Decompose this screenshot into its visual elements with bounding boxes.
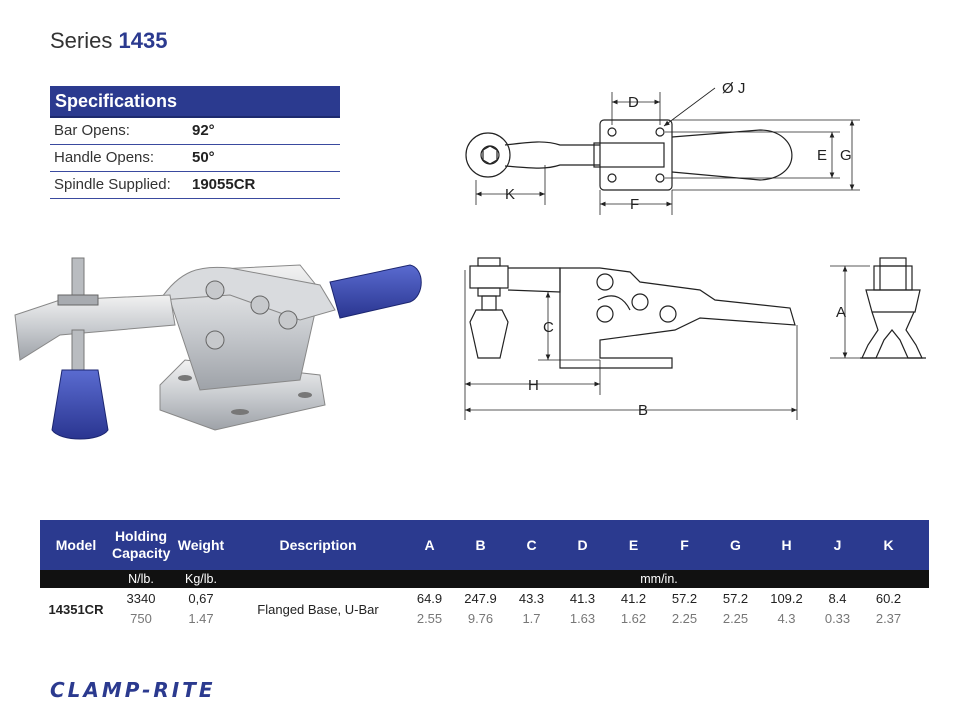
end-view-drawing (830, 257, 926, 359)
cell-g-mm: 57.2 (722, 591, 749, 606)
cell-f-in: 2.25 (671, 611, 698, 626)
dim-label-h: H (528, 377, 539, 394)
cell-e-mm: 41.2 (620, 591, 647, 606)
header-dim-k: K (883, 537, 894, 553)
clamp-product-image (14, 257, 422, 440)
header-dim-c: C (526, 537, 537, 553)
header-dim-g: G (730, 537, 741, 553)
series-number: 1435 (118, 28, 168, 53)
cell-b-in: 9.76 (467, 611, 494, 626)
specifications-heading: Specifications (50, 86, 340, 118)
cell-holding-lb: 750 (130, 611, 152, 626)
series-prefix: Series (50, 28, 113, 53)
unit-dims: mm/in. (640, 572, 678, 586)
header-dim-a: A (424, 537, 435, 553)
dim-label-c: C (543, 319, 554, 336)
cell-description: Flanged Base, U-Bar (257, 601, 379, 617)
spec-row-spindle: Spindle Supplied: 19055CR (50, 172, 340, 199)
cell-k-in: 2.37 (875, 611, 902, 626)
table-units-row: N/lb. Kg/lb. mm/in. (40, 570, 929, 588)
cell-h-in: 4.3 (777, 611, 796, 626)
cell-model: 14351CR (48, 601, 104, 617)
spec-row-handle-opens: Handle Opens: 50° (50, 145, 340, 172)
technical-drawings: D Ø J K F E G C H B (14, 80, 926, 440)
header-dim-d: D (577, 537, 588, 553)
table-header-row: Model Holding Capacity Weight Descriptio… (40, 520, 929, 570)
spec-value: 92° (192, 122, 215, 139)
header-dim-f: F (680, 537, 689, 553)
cell-b-mm: 247.9 (464, 591, 497, 606)
header-holding-line2: Capacity (112, 545, 171, 561)
cell-weight-kg: 0,67 (188, 591, 214, 606)
side-view-drawing (464, 257, 798, 420)
cell-f-mm: 57.2 (671, 591, 698, 606)
cell-a-in: 2.55 (416, 611, 443, 626)
cell-a-mm: 64.9 (416, 591, 443, 606)
cell-e-in: 1.62 (620, 611, 647, 626)
spec-label: Spindle Supplied: (54, 176, 171, 193)
top-view-drawing (465, 87, 860, 215)
header-holding-capacity: Holding Capacity (112, 528, 170, 562)
dimensions-table: Model Holding Capacity Weight Descriptio… (40, 520, 929, 630)
series-title: Series 1435 (50, 28, 167, 54)
cell-h-mm: 109.2 (770, 591, 803, 606)
unit-holding: N/lb. (128, 572, 154, 586)
unit-weight: Kg/lb. (185, 572, 217, 586)
header-dim-j: J (833, 537, 842, 553)
cell-g-in: 2.25 (722, 611, 749, 626)
cell-j-mm: 8.4 (828, 591, 847, 606)
spec-value: 19055CR (192, 176, 256, 193)
cell-c-mm: 43.3 (518, 591, 545, 606)
cell-d-in: 1.63 (569, 611, 596, 626)
cell-weight-lb: 1.47 (188, 611, 214, 626)
header-description: Description (279, 537, 357, 553)
cell-j-in: 0.33 (824, 611, 851, 626)
header-dim-b: B (475, 537, 486, 553)
clamp-rite-logo: CLAMP-RITE (50, 678, 216, 702)
dim-label-d: D (628, 94, 639, 111)
cell-k-mm: 60.2 (875, 591, 902, 606)
dim-label-f: F (630, 196, 639, 213)
specifications-table: Specifications Bar Opens: 92° Handle Ope… (50, 86, 340, 199)
header-holding-line1: Holding (114, 528, 168, 544)
spec-label: Handle Opens: (54, 149, 155, 166)
spec-value: 50° (192, 149, 215, 166)
table-row: 14351CR 3340 750 0,67 1.47 Flanged Base,… (40, 588, 929, 630)
header-dim-e: E (628, 537, 639, 553)
header-dim-h: H (781, 537, 792, 553)
dim-label-a: A (836, 304, 846, 321)
cell-holding-n: 3340 (126, 591, 156, 606)
dim-label-j: Ø J (722, 80, 745, 97)
header-model: Model (55, 537, 97, 553)
dim-label-e: E (817, 147, 827, 164)
dim-label-b: B (638, 402, 648, 419)
spec-label: Bar Opens: (54, 122, 130, 139)
dim-label-k: K (505, 186, 515, 203)
header-weight: Weight (177, 537, 225, 553)
cell-d-mm: 41.3 (569, 591, 596, 606)
cell-c-in: 1.7 (522, 611, 541, 626)
dim-label-g: G (840, 147, 852, 164)
spec-row-bar-opens: Bar Opens: 92° (50, 118, 340, 145)
